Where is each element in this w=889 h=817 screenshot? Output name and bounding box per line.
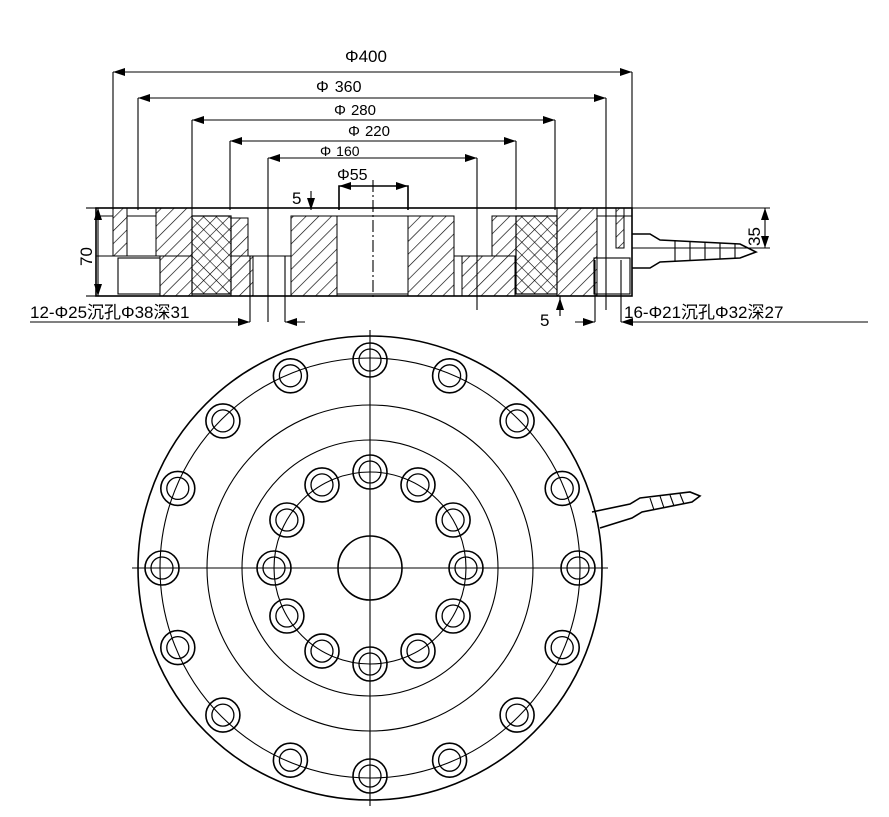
inner-bolt-hole	[256, 550, 292, 586]
extension-lines	[86, 72, 770, 322]
inner-bolt-hole	[400, 467, 436, 503]
outer-bolt-hole	[272, 742, 309, 779]
plan-cable	[591, 491, 702, 529]
outer-bolt-hole	[352, 758, 388, 794]
inner-bolt-hole	[435, 598, 471, 634]
outer-bolt-hole	[499, 697, 535, 733]
inner-bolt-hole	[435, 502, 471, 538]
inner-bolt-hole	[352, 646, 388, 682]
inner-bolt-hole	[352, 454, 388, 490]
plan-view	[132, 330, 702, 806]
outer-bolt-hole	[431, 357, 468, 394]
dim-55-label: Φ55	[337, 167, 368, 184]
height-label: 70	[77, 247, 96, 266]
inner-bolt-hole	[304, 467, 340, 503]
outer-holes-callout: 16-Φ21沉孔Φ32深27	[624, 303, 783, 322]
inner-bolt-holes	[256, 454, 484, 682]
outer-bolt-hole	[544, 470, 581, 507]
outer-bolt-hole	[205, 403, 241, 439]
outer-bolt-hole	[352, 342, 388, 378]
outer-bolt-hole	[272, 357, 309, 394]
inner-holes-callout: 12-Φ25沉孔Φ38深31	[30, 303, 189, 322]
outer-bolt-hole	[560, 550, 596, 586]
outer-bolt-hole	[205, 697, 241, 733]
inner-bolt-hole	[448, 550, 484, 586]
inner-bolt-hole	[269, 598, 305, 634]
dim-400-label: Φ400	[345, 47, 387, 66]
inner-bolt-hole	[400, 633, 436, 669]
outer-bolt-hole	[431, 742, 468, 779]
outer-bolt-hole	[544, 629, 581, 666]
outer-bolt-hole	[144, 550, 180, 586]
inner-bolt-hole	[304, 633, 340, 669]
step-top-label: 5	[292, 189, 301, 208]
outer-bolt-holes	[144, 342, 596, 794]
outer-bolt-hole	[499, 403, 535, 439]
cable-stub	[632, 233, 758, 269]
dimension-lines	[30, 68, 868, 326]
step-bottom-label: 5	[540, 311, 549, 330]
section-hatching	[112, 207, 625, 297]
outer-bolt-hole	[160, 470, 196, 507]
outer-bolt-hole	[160, 629, 196, 666]
inner-bolt-hole	[269, 502, 305, 538]
section-edges	[96, 215, 632, 295]
cable-height-label: 35	[745, 227, 764, 246]
